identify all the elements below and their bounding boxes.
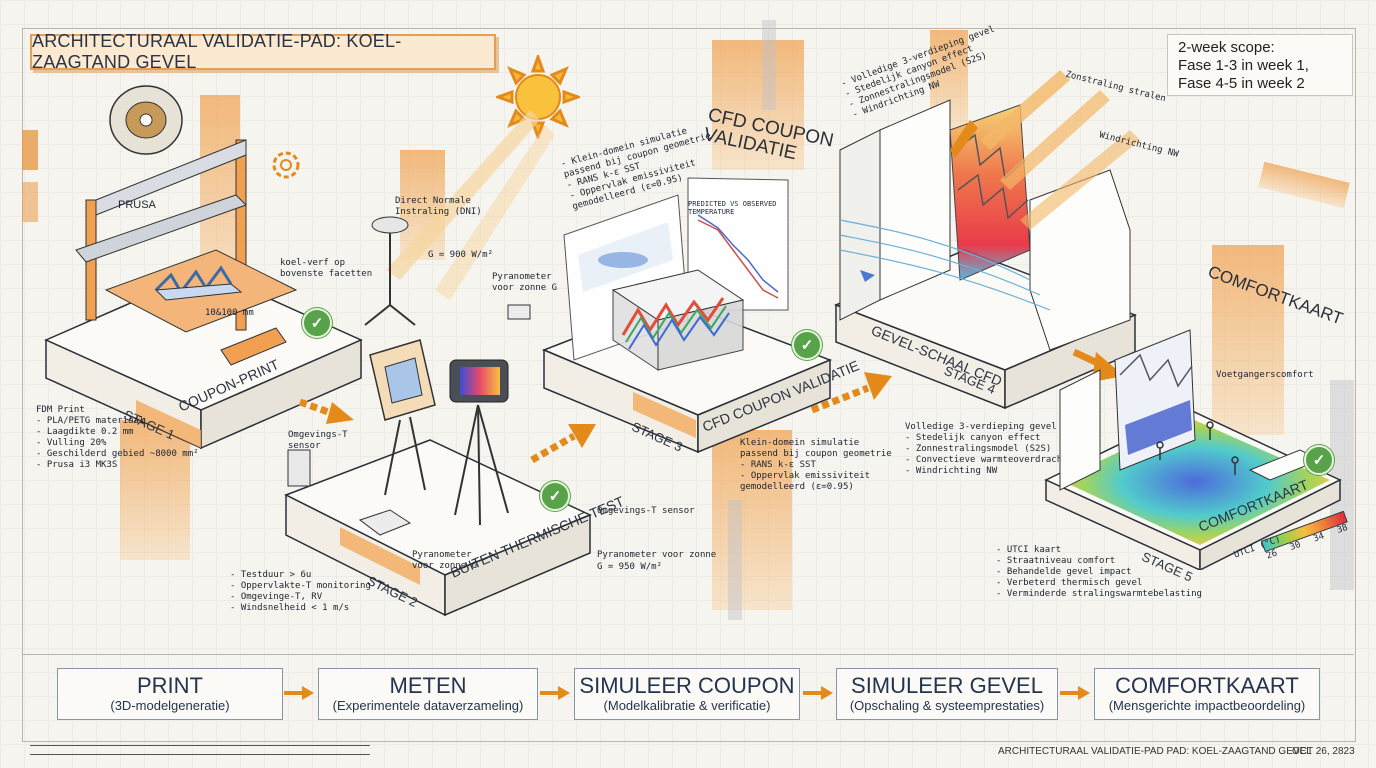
- note-item: passend bij coupon geometrie: [740, 449, 892, 459]
- step-simuleer-coupon: SIMULEER COUPON (Modelkalibratie & verif…: [574, 668, 800, 720]
- arrow-right-icon: [540, 686, 570, 700]
- pedestrian-comfort-label: Voetgangerscomfort: [1216, 370, 1314, 380]
- note-item: - Straatniveau comfort: [996, 556, 1116, 566]
- callout-paint: koel-verf op bovenste facetten: [280, 258, 373, 279]
- scope-line: Fase 1-3 in week 1,: [1178, 57, 1309, 74]
- divider: [22, 654, 1354, 655]
- note-item: - Verbeterd thermisch gevel: [996, 578, 1143, 588]
- note-item: - Stedelijk canyon effect: [905, 433, 1041, 443]
- note-item: - RANS k-ε SST: [740, 460, 816, 470]
- dimension-label: 10&100 mm: [205, 308, 254, 318]
- orange-band: [1212, 245, 1284, 435]
- step-title: SIMULEER GEVEL: [851, 673, 1043, 698]
- stage4-notes: Volledige 3-verdieping gevel - Stedelijk…: [905, 422, 1068, 477]
- note-item: - Prusa i3 MK3S: [36, 460, 118, 470]
- note-item: FDM Print: [36, 405, 85, 415]
- step-title: PRINT: [137, 673, 203, 698]
- scope-box: 2-week scope: Fase 1-3 in week 1, Fase 4…: [1167, 34, 1353, 96]
- note-item: - Convectieve warmteoverdracht: [905, 455, 1068, 465]
- scope-line: Fase 4-5 in week 2: [1178, 75, 1305, 92]
- orange-marker: [22, 130, 38, 170]
- g-label: G = 900 W/m²: [428, 250, 494, 260]
- step-subtitle: (Experimentele dataverzameling): [332, 698, 524, 713]
- stage1-illustration: [44, 85, 363, 450]
- note-item: - Verminderde stralingswarmtebelasting: [996, 589, 1202, 599]
- page-title-box: ARCHITECTURAAL VALIDATIE-PAD: KOEL-ZAAGT…: [30, 31, 496, 72]
- stage4-illustration: [834, 70, 1140, 410]
- check-icon: ✓: [302, 308, 332, 338]
- drawing-frame: [22, 28, 1356, 742]
- check-icon: ✓: [540, 481, 570, 511]
- step-title: SIMULEER COUPON: [579, 673, 795, 698]
- utci-tick: 26: [1265, 548, 1279, 562]
- sun-rays: [386, 110, 555, 300]
- arrow-right-icon: [803, 686, 833, 700]
- footer-date: OCT 26, 2823: [1292, 746, 1355, 757]
- stage3-notes: Klein-domein simulatie passend bij coupo…: [740, 438, 892, 493]
- note-item: - Oppervlakte-T monitoring: [230, 581, 371, 591]
- printer-brand: PRUSA: [118, 199, 156, 211]
- stage2-illustration: [284, 216, 592, 617]
- step-title: COMFORTKAART: [1115, 673, 1299, 698]
- ambient-right-label: Omgevings-T sensor: [597, 506, 695, 516]
- note-item: - Behandelde gevel impact: [996, 567, 1132, 577]
- orange-band: [712, 430, 792, 610]
- arrow-right-icon: [1060, 686, 1090, 700]
- g-right-label: G = 950 W/m²: [597, 562, 663, 572]
- note-item: - Oppervlak emissiviteit: [740, 471, 871, 481]
- check-icon: ✓: [792, 330, 822, 360]
- step-simuleer-gevel: SIMULEER GEVEL (Opschaling & systeempres…: [836, 668, 1058, 720]
- orange-band: [120, 420, 190, 560]
- footer-scale-bar: [30, 745, 370, 755]
- step-print: PRINT (3D-modelgeneratie): [57, 668, 283, 720]
- step-meten: METEN (Experimentele dataverzameling): [318, 668, 538, 720]
- orange-band: [712, 40, 804, 170]
- pyranometer-right-label: Pyranometer voor zonne: [597, 550, 717, 560]
- graph-title: PREDICTED VS OBSERVED TEMPERATURE: [688, 200, 777, 216]
- arrow-right-icon: [284, 686, 314, 700]
- note-item: gemodelleerd (ε=0.95): [740, 482, 854, 492]
- note-item: Volledige 3-verdieping gevel: [905, 422, 1057, 432]
- note-item: - Omgevinge-T, RV: [230, 592, 323, 602]
- note-item: - Windsnelheid < 1 m/s: [230, 603, 350, 613]
- dni-label: Direct Normale Instraling (DNI): [395, 196, 482, 217]
- page-title: ARCHITECTURAAL VALIDATIE-PAD: KOEL-ZAAGT…: [32, 31, 402, 72]
- note-item: - Vulling 20%: [36, 438, 107, 448]
- stage5-illustration: [1044, 329, 1342, 570]
- step-subtitle: (Mensgerichte impactbeoordeling): [1108, 698, 1306, 713]
- step-subtitle: (Modelkalibratie & verificatie): [603, 698, 771, 713]
- note-item: - Windrichting NW: [905, 466, 998, 476]
- stage1-notes: FDM Print - PLA/PETG materiaal - Laagdik…: [36, 405, 199, 471]
- step-subtitle: (3D-modelgeneratie): [110, 698, 230, 713]
- flow-arrow-icon: [530, 424, 596, 464]
- sun-icon: [496, 55, 580, 139]
- pyranometer-side-label: Pyranometer voor zonne G: [412, 550, 478, 571]
- step-comfortkaart: COMFORTKAART (Mensgerichte impactbeoorde…: [1094, 668, 1320, 720]
- note-item: - Zonnestralingsmodel (S2S): [905, 444, 1052, 454]
- note-item: - PLA/PETG materiaal: [36, 416, 145, 426]
- flow-arrow-icon: [298, 398, 354, 424]
- orange-marker: [22, 182, 38, 222]
- step-title: METEN: [389, 673, 467, 698]
- stage5-notes: - UTCI kaart - Straatniveau comfort - Be…: [996, 545, 1202, 600]
- note-item: - UTCI kaart: [996, 545, 1062, 555]
- pyranometer-top-label: Pyranometer voor zonne G: [492, 272, 558, 293]
- note-item: - Testduur > 6u: [230, 570, 312, 580]
- stage2-notes: - Testduur > 6u - Oppervlakte-T monitori…: [230, 570, 371, 614]
- note-item: - Geschilderd gebied ~8000 mm²: [36, 449, 199, 459]
- step-subtitle: (Opschaling & systeemprestaties): [849, 698, 1045, 713]
- footer-title: ARCHITECTURAAL VALIDATIE-PAD PAD: KOEL-Z…: [998, 746, 1312, 757]
- note-item: - Laagdikte 0.2 mm: [36, 427, 134, 437]
- check-icon: ✓: [1304, 445, 1334, 475]
- utci-tick: 34: [1312, 531, 1326, 545]
- ambient-sensor-label: Omgevings-T sensor: [288, 430, 348, 451]
- grey-band: [762, 20, 776, 110]
- grey-band: [728, 500, 742, 620]
- note-item: Klein-domein simulatie: [740, 438, 860, 448]
- utci-tick: 30: [1288, 539, 1303, 554]
- scope-line: 2-week scope:: [1178, 39, 1275, 56]
- stage3-illustration: [542, 177, 833, 454]
- flow-arrow-icon: [810, 372, 892, 414]
